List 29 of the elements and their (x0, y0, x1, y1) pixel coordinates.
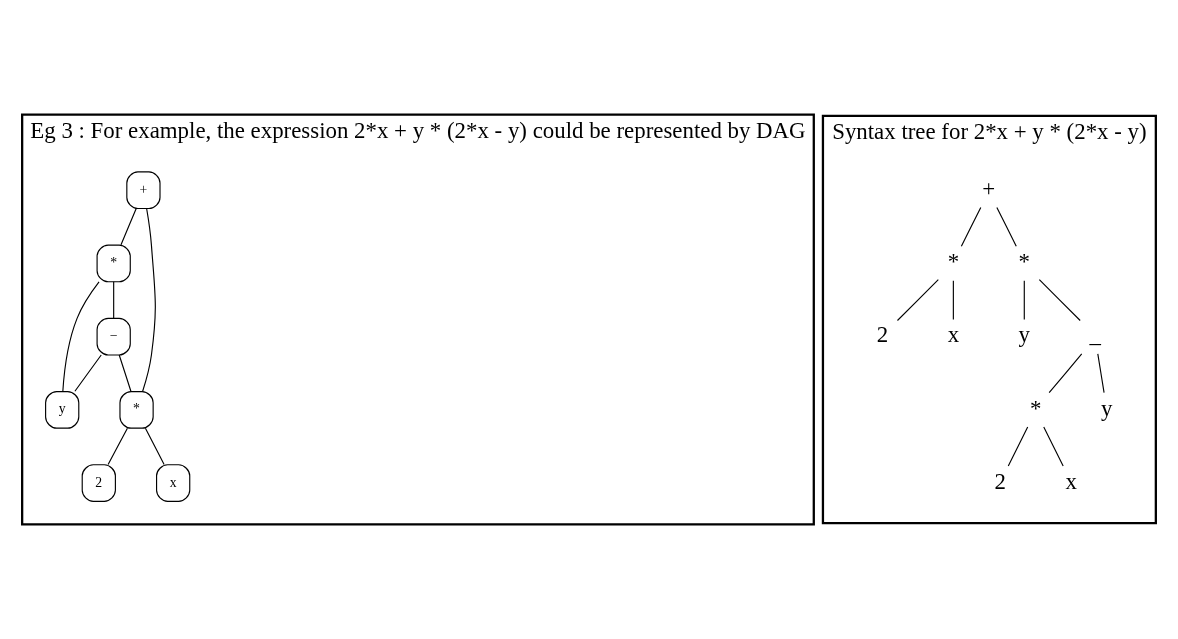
node-text: * (1030, 395, 1042, 421)
connector (74, 354, 102, 392)
node-text: * (947, 249, 960, 275)
connector (1023, 280, 1025, 321)
node-text: x (947, 322, 960, 348)
node-text: y (1018, 322, 1030, 348)
node-text: x (1065, 468, 1077, 494)
connector (120, 208, 137, 246)
connector (142, 208, 156, 393)
connector (952, 280, 954, 321)
connector (144, 427, 165, 465)
connector (62, 281, 100, 393)
node-text: y (1100, 395, 1113, 421)
connector (1007, 426, 1029, 467)
connector (1048, 353, 1083, 394)
connector (1038, 279, 1081, 322)
connector (896, 279, 939, 322)
connector (118, 354, 132, 392)
connector (1097, 353, 1105, 394)
node-text: 2 (994, 468, 1006, 494)
node-text: 2 (876, 322, 889, 348)
node-text: + (982, 175, 996, 201)
node-text: _ (1089, 322, 1101, 348)
connector (960, 206, 982, 247)
connector (1043, 426, 1064, 467)
node-text: * (1018, 249, 1030, 275)
connector (107, 427, 128, 465)
connector (996, 206, 1017, 247)
connector (113, 281, 115, 319)
